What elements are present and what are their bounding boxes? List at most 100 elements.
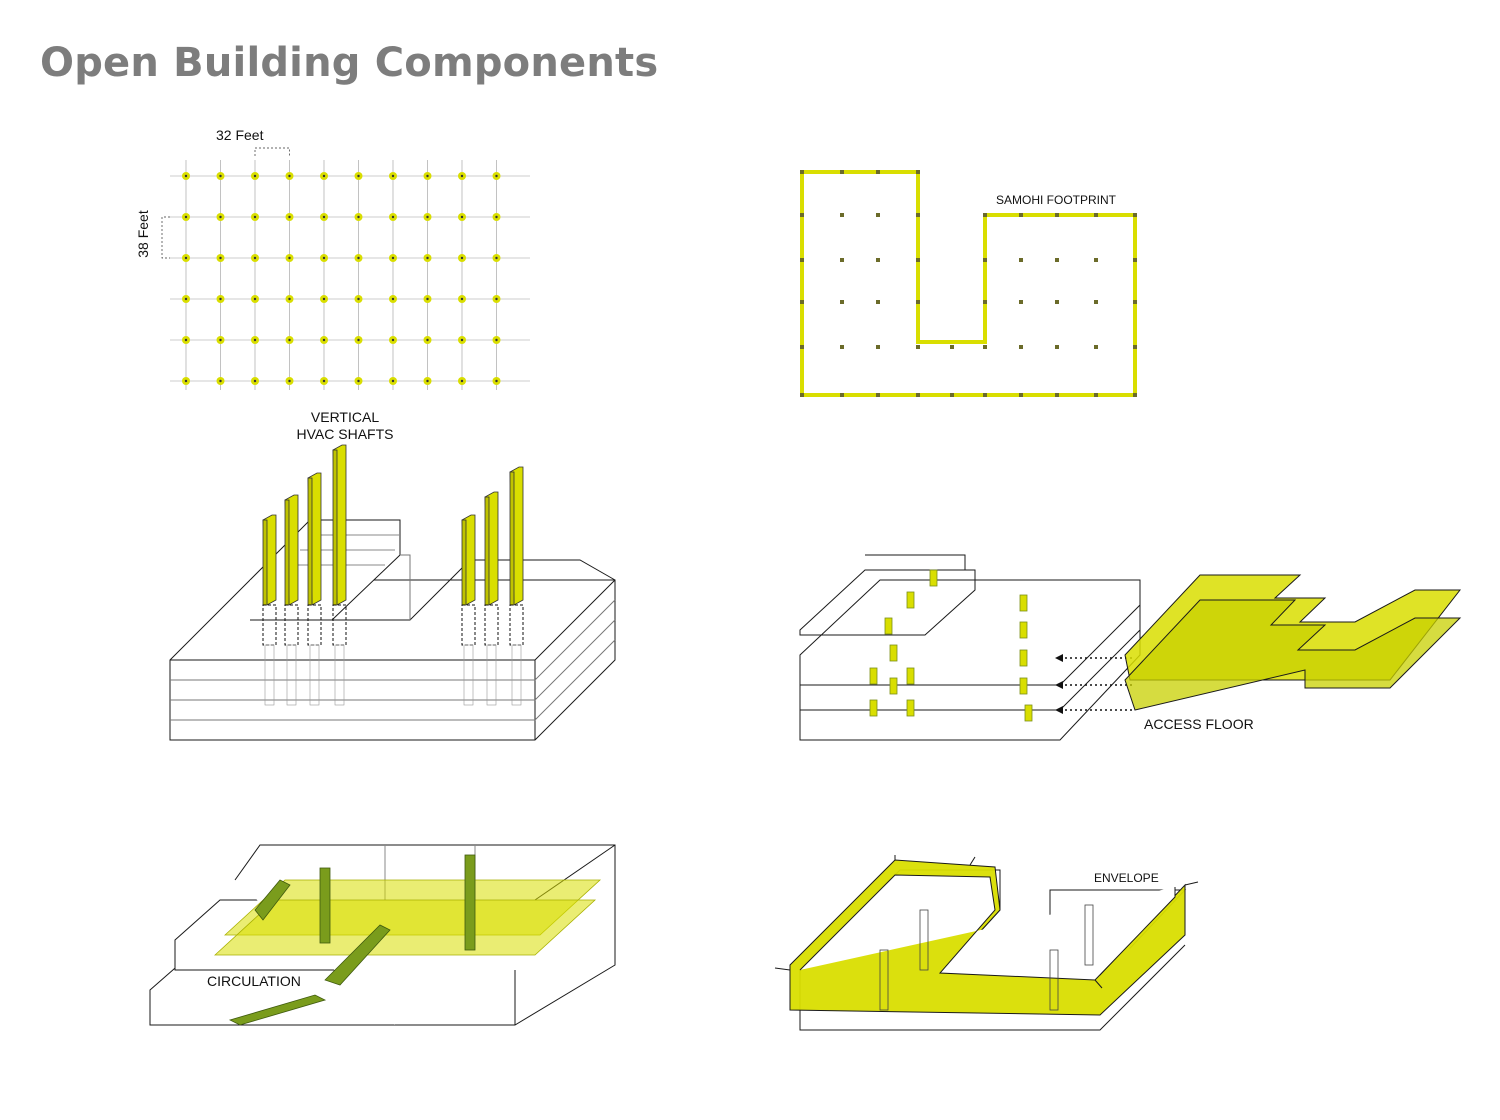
hvac-shaft-below	[309, 644, 320, 706]
column-center	[253, 215, 257, 219]
footprint-column	[1055, 393, 1059, 397]
footprint-label: SAMOHI FOOTPRINT	[996, 193, 1116, 207]
footprint-column	[840, 213, 844, 217]
footprint-column	[1019, 300, 1023, 304]
access-floor-axonometric	[799, 554, 1462, 741]
samohi-footprint-diagram: SAMOHI FOOTPRINT	[795, 165, 1145, 405]
footprint-column	[1133, 345, 1137, 349]
hvac-shaft-hidden	[332, 604, 347, 646]
column-center	[322, 297, 326, 301]
access-floor-column	[906, 591, 915, 609]
footprint-column	[1094, 300, 1098, 304]
footprint-column	[876, 345, 880, 349]
footprint-column	[1055, 258, 1059, 262]
access-floor-column	[889, 644, 898, 662]
envelope-axonometric	[774, 855, 1199, 1031]
footprint-column	[1019, 345, 1023, 349]
column-center	[391, 174, 395, 178]
footprint-column	[1133, 393, 1137, 397]
hvac-shaft-face	[307, 477, 313, 606]
footprint-column	[840, 300, 844, 304]
column-center	[288, 379, 291, 383]
hvac-shaft-face	[484, 496, 490, 606]
hvac-shaft-hidden	[307, 604, 322, 646]
hvac-shaft-hidden	[461, 604, 476, 646]
column-center	[219, 297, 222, 301]
footprint-column	[840, 393, 844, 397]
column-center	[357, 338, 360, 342]
footprint-column	[916, 393, 920, 397]
footprint-column	[916, 213, 920, 217]
column-center	[253, 174, 257, 178]
hvac-shaft-face	[262, 519, 268, 606]
column-center	[391, 338, 395, 342]
column-center	[253, 297, 257, 301]
footprint-column	[1094, 345, 1098, 349]
footprint-column	[1133, 258, 1137, 262]
column-center	[288, 215, 291, 219]
column-center	[426, 215, 429, 219]
access-floor-column	[1019, 594, 1028, 612]
footprint-column	[983, 213, 987, 217]
envelope-diagram: ENVELOPE	[770, 855, 1210, 1040]
circulation-diagram: CIRCULATION	[145, 840, 625, 1035]
column-center	[495, 256, 498, 260]
column-center	[184, 174, 188, 178]
access-floor-column	[906, 667, 915, 685]
envelope-label: ENVELOPE	[1094, 871, 1159, 885]
hvac-axonometric	[169, 444, 616, 741]
hvac-shafts-diagram: VERTICAL HVAC SHAFTS	[160, 405, 630, 750]
access-floor-column	[1019, 677, 1028, 695]
column-center	[460, 297, 464, 301]
column-center	[322, 215, 326, 219]
footprint-column	[876, 258, 880, 262]
column-center	[495, 297, 498, 301]
footprint-column	[916, 170, 920, 174]
column-center	[219, 174, 222, 178]
column-center	[460, 256, 464, 260]
column-center	[460, 174, 464, 178]
column-center	[184, 338, 188, 342]
hvac-shaft-hidden	[284, 604, 299, 646]
column-center	[322, 379, 326, 383]
column-center	[322, 174, 326, 178]
column-center	[357, 297, 360, 301]
footprint-column	[840, 170, 844, 174]
column-center	[322, 256, 326, 260]
column-center	[184, 379, 188, 383]
hvac-shaft-face	[461, 519, 467, 606]
column-center	[426, 338, 429, 342]
column-center	[219, 338, 222, 342]
grid-height-label: 38 Feet	[135, 210, 151, 258]
footprint-column	[916, 300, 920, 304]
footprint-column	[950, 345, 954, 349]
column-center	[322, 338, 326, 342]
page-title: Open Building Components	[40, 40, 659, 86]
hvac-shaft-face	[509, 471, 515, 606]
footprint-column	[840, 345, 844, 349]
footprint-column	[1055, 300, 1059, 304]
column-center	[253, 256, 257, 260]
footprint-column	[1019, 213, 1023, 217]
access-floor-column	[1019, 621, 1028, 639]
column-center	[288, 174, 291, 178]
footprint-column	[876, 170, 880, 174]
footprint-outline	[800, 170, 1137, 397]
column-center	[495, 174, 498, 178]
footprint-column	[800, 300, 804, 304]
footprint-column	[983, 393, 987, 397]
hvac-shaft-below	[486, 644, 497, 706]
access-floor-column	[884, 617, 893, 635]
column-center	[495, 338, 498, 342]
footprint-column	[950, 393, 954, 397]
footprint-column	[983, 300, 987, 304]
hvac-label-line2: HVAC SHAFTS	[296, 426, 394, 442]
access-floor-label: ACCESS FLOOR	[1144, 716, 1254, 732]
circulation-label: CIRCULATION	[207, 973, 301, 989]
access-floor-column	[1019, 649, 1028, 667]
footprint-column	[800, 213, 804, 217]
footprint-column	[876, 213, 880, 217]
access-floor-column	[889, 677, 898, 695]
hvac-shaft-face	[284, 499, 290, 606]
column-center	[426, 256, 429, 260]
